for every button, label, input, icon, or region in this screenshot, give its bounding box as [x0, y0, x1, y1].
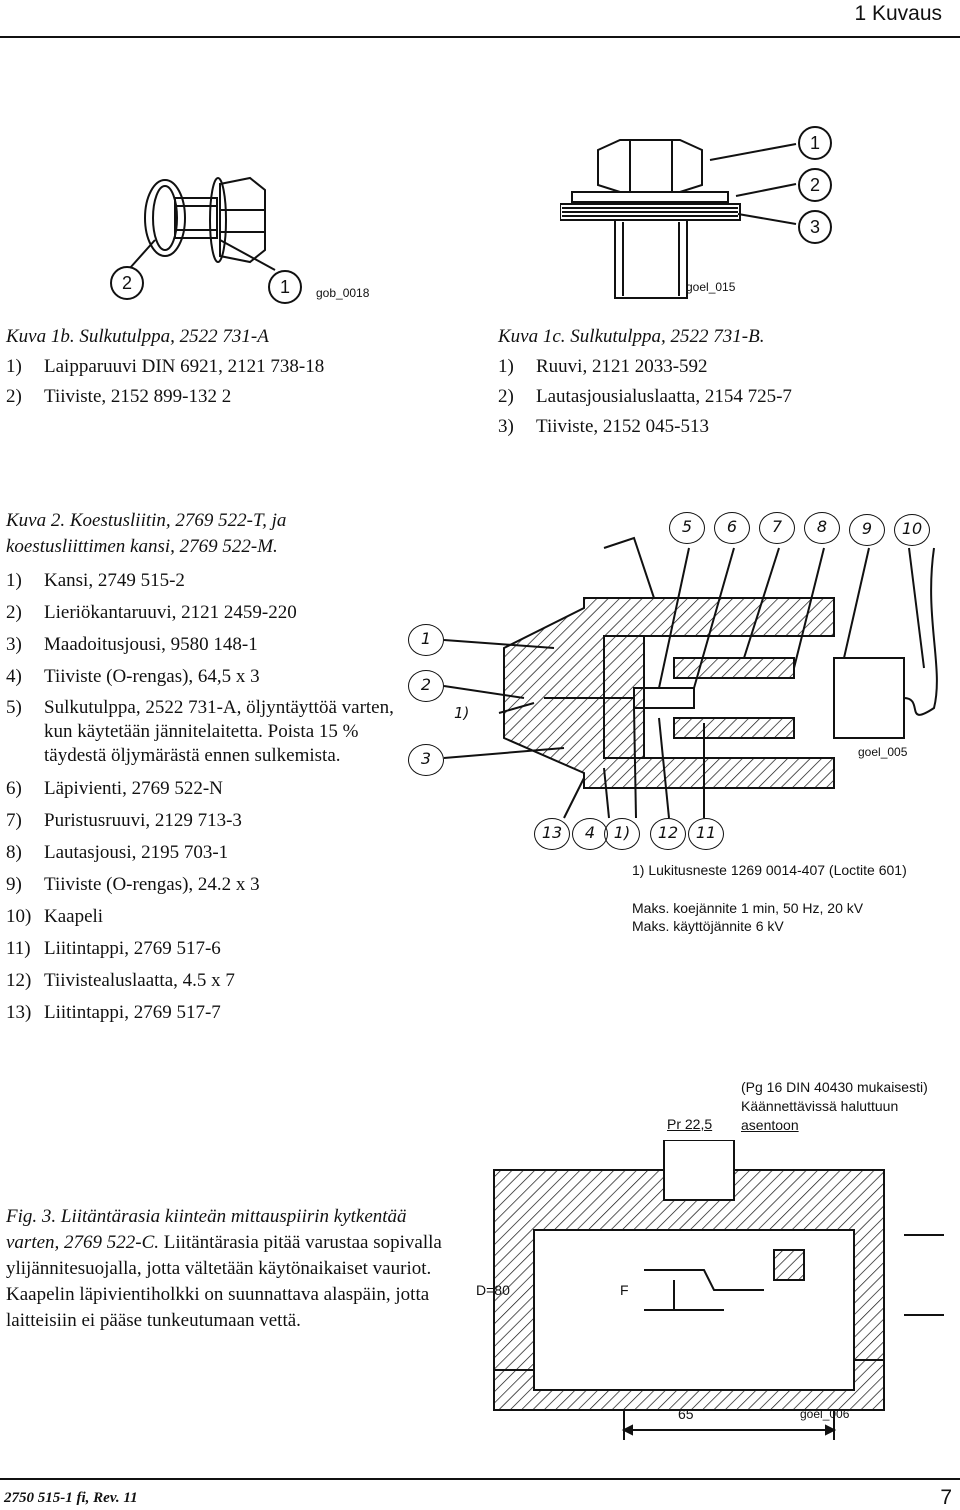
figure-code: goel_006 — [800, 1407, 850, 1421]
note-max-test-voltage: Maks. koejännite 1 min, 50 Hz, 20 kV — [632, 900, 864, 916]
figure-1c-drawing: 1 2 3 — [559, 126, 850, 310]
list-item: 3)Maadoitusjousi, 9580 148-1 — [6, 634, 258, 655]
label-position: asentoon — [741, 1117, 799, 1133]
figure-2-caption: Kuva 2. Koestusliitin, 2769 522-T, ja ko… — [6, 508, 401, 1028]
note-locking-fluid: 1) Lukitusneste 1269 0014-407 (Loctite 6… — [632, 862, 907, 878]
callout-2: 2 — [798, 168, 832, 202]
list-item: 2)Tiiviste, 2152 899-132 2 — [6, 386, 232, 407]
document-number: 2750 515-1 fi, Rev. 11 — [4, 1490, 138, 1506]
label-f: F — [620, 1282, 629, 1298]
list-item: 2)Lautasjousialuslaatta, 2154 725-7 — [498, 386, 792, 407]
label-pr: Pr 22,5 — [667, 1116, 713, 1132]
list-item: 13)Liitintappi, 2769 517-7 — [6, 1002, 221, 1023]
note-max-operating-voltage: Maks. käyttöjännite 6 kV — [632, 918, 784, 934]
list-item: 6)Läpivienti, 2769 522-N — [6, 778, 223, 799]
label-rotatable: Käännettävissä haluttuun — [741, 1098, 899, 1114]
callout-3: 3 — [798, 210, 832, 244]
figure-2-drawing: 5 6 7 8 9 10 1 2 3 1) 13 4 1) 12 11 — [404, 508, 960, 853]
list-item: 2)Lieriökantaruuvi, 2121 2459-220 — [6, 602, 297, 623]
caption-body: Liitäntärasia pitää varustaa sopivalla y… — [6, 1232, 442, 1331]
label-diameter: D=80 — [476, 1282, 510, 1298]
figure-1b-caption: Kuva 1b. Sulkutulppa, 2522 731-A 1)Laipp… — [6, 322, 436, 412]
caption-title: Kuva 2. Koestusliitin, 2769 522-T, ja — [6, 510, 287, 531]
figure-1b-drawing: 2 1 — [100, 170, 380, 310]
caption-title: Fig. 3. Liitäntärasia kiinteän mittauspi… — [6, 1206, 407, 1253]
callout-10: 10 — [894, 514, 930, 546]
section-title: 1 Kuvaus — [854, 2, 942, 25]
callout-3: 3 — [408, 744, 444, 776]
list-item: 10)Kaapeli — [6, 906, 104, 927]
figure-code: gob_0018 — [316, 286, 370, 300]
junction-box-section-drawing — [493, 1139, 944, 1440]
callout-1: 1 — [268, 270, 302, 304]
test-connector-section-drawing — [443, 536, 938, 819]
callout-9: 9 — [849, 514, 885, 546]
list-item: 5)Sulkutulppa, 2522 731-A, öljyntäyttöä … — [6, 697, 394, 766]
caption-title-line2: koestusliittimen kansi, 2769 522-M. — [6, 536, 278, 557]
figure-code: goel_005 — [858, 745, 908, 759]
label-dimension-65: 65 — [678, 1406, 694, 1422]
callout-2: 2 — [408, 670, 444, 702]
callout-4: 4 — [572, 818, 608, 850]
list-item: 1)Ruuvi, 2121 2033-592 — [498, 356, 708, 377]
list-item: 4)Tiiviste (O-rengas), 64,5 x 3 — [6, 666, 260, 687]
callout-1-note: 1) — [604, 818, 640, 850]
callout-11: 11 — [688, 818, 724, 850]
label-pg-standard: (Pg 16 DIN 40430 mukaisesti) — [741, 1079, 928, 1095]
header-divider — [0, 36, 960, 38]
list-item: 3)Tiiviste, 2152 045-513 — [498, 416, 709, 437]
list-item: 7)Puristusruuvi, 2129 713-3 — [6, 810, 242, 831]
caption-title: Kuva 1c. Sulkutulppa, 2522 731-B. — [498, 326, 765, 347]
list-item: 8)Lautasjousi, 2195 703-1 — [6, 842, 229, 863]
callout-inner-1: 1) — [454, 704, 470, 722]
figure-3-caption: Fig. 3. Liitäntärasia kiinteän mittauspi… — [6, 1204, 456, 1334]
callout-6: 6 — [714, 512, 750, 544]
list-item: 12)Tiivistealuslaatta, 4.5 x 7 — [6, 970, 235, 991]
sealing-plug-drawing — [129, 176, 276, 271]
callout-7: 7 — [759, 512, 795, 544]
screw-washer-drawing — [559, 139, 797, 299]
list-item: 11)Liitintappi, 2769 517-6 — [6, 938, 221, 959]
figure-code: goel_015 — [686, 280, 736, 294]
callout-1: 1 — [408, 624, 444, 656]
footer-divider — [0, 1478, 960, 1480]
callout-8: 8 — [804, 512, 840, 544]
callout-1: 1 — [798, 126, 832, 160]
list-item: 1)Kansi, 2749 515-2 — [6, 570, 185, 591]
callout-5: 5 — [669, 512, 705, 544]
figure-3-drawing: D=80 F 65 — [474, 1139, 960, 1470]
list-item: 9)Tiiviste (O-rengas), 24.2 x 3 — [6, 874, 260, 895]
caption-title: Kuva 1b. Sulkutulppa, 2522 731-A — [6, 326, 269, 347]
page-number: 7 — [940, 1486, 952, 1509]
callout-2: 2 — [110, 266, 144, 300]
list-item: 1)Laipparuuvi DIN 6921, 2121 738-18 — [6, 356, 325, 377]
figure-1c-caption: Kuva 1c. Sulkutulppa, 2522 731-B. 1)Ruuv… — [498, 322, 938, 442]
callout-12: 12 — [650, 818, 686, 850]
callout-13: 13 — [534, 818, 570, 850]
